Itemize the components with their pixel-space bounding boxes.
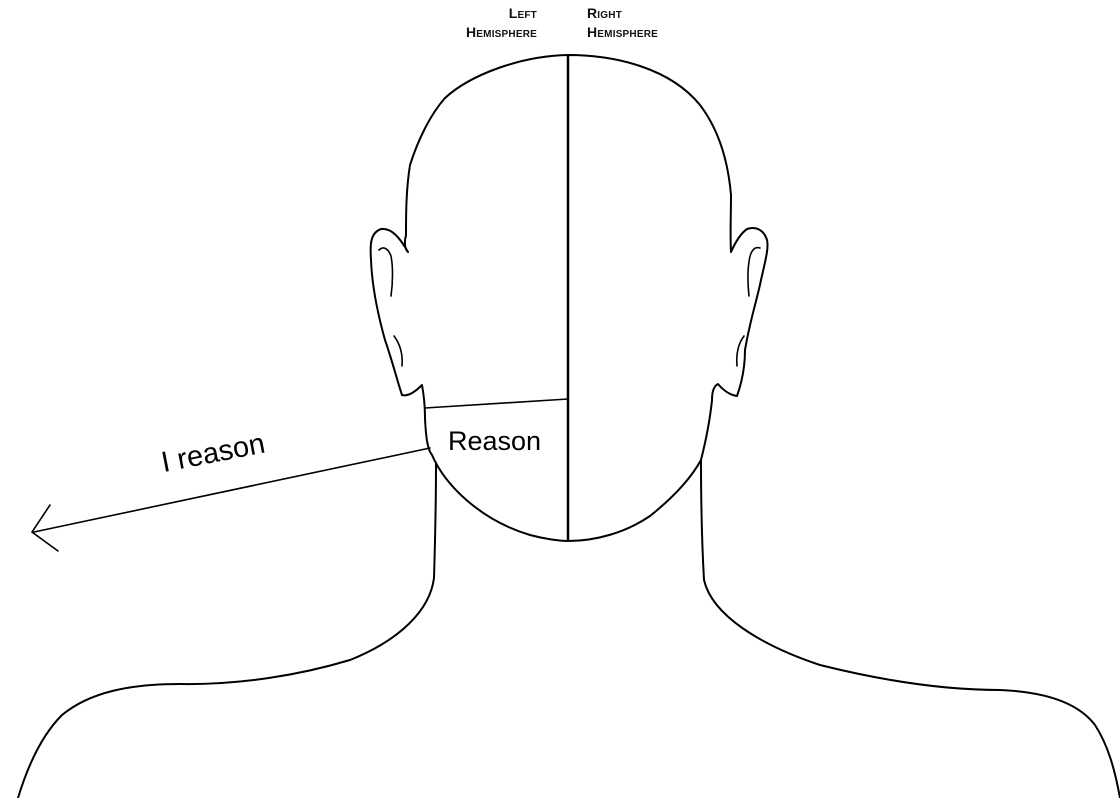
arrow-head xyxy=(30,504,59,552)
left-ear-inner xyxy=(378,247,394,297)
reason-region-boundary xyxy=(424,398,569,409)
right-hemisphere-label-line1: Right xyxy=(587,5,622,21)
left-hemisphere-label-line2: Hemisphere xyxy=(465,24,537,40)
right-ear-inner xyxy=(747,246,761,297)
neck-shoulders-right xyxy=(700,459,1120,798)
left-hemisphere-label: Left Hemisphere xyxy=(466,4,537,42)
reason-region-label: Reason xyxy=(448,426,542,456)
left-ear-lobe xyxy=(393,335,403,367)
neck-shoulders-left xyxy=(17,462,437,798)
right-hemisphere-label: Right Hemisphere xyxy=(587,4,658,42)
left-hemisphere-label-line1: Left xyxy=(508,5,537,21)
right-hemisphere-label-line2: Hemisphere xyxy=(587,24,659,40)
arrow-shaft xyxy=(33,447,431,533)
right-ear-lobe xyxy=(735,335,745,367)
